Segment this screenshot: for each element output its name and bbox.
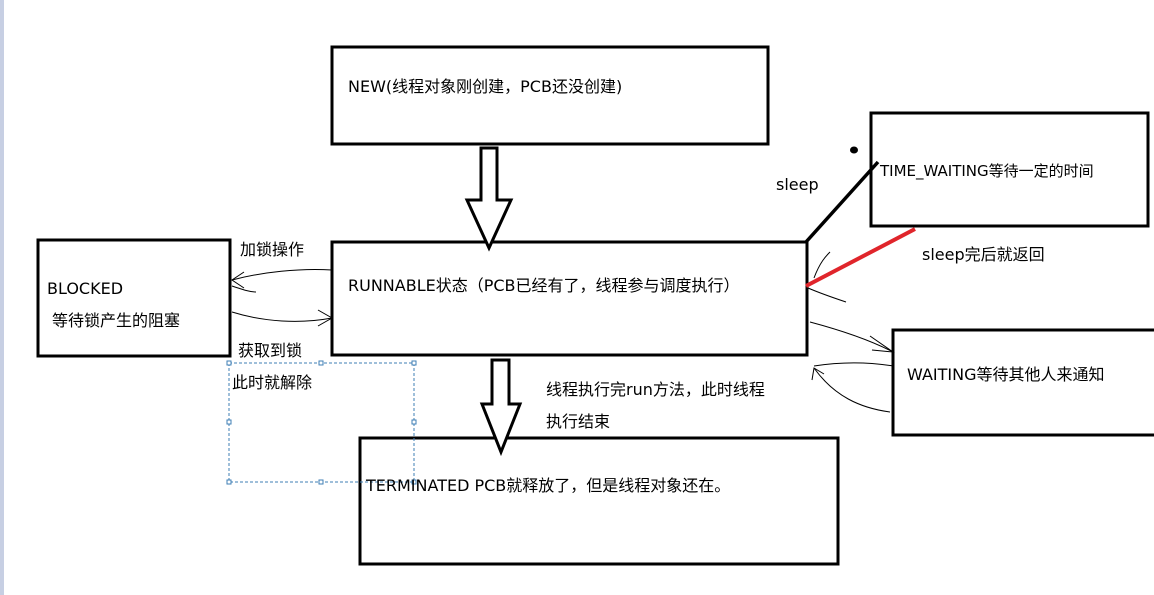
waiting-state-box <box>891 328 1154 437</box>
runnable-arrow-head <box>317 309 334 327</box>
time-waiting-dot <box>850 146 858 154</box>
sleep-return-transition-label: sleep完后就返回 <box>922 245 1045 264</box>
acquire-transition-label: 获取到锁 <box>238 341 303 360</box>
waiting-state-label: WAITING等待其他人来通知 <box>907 365 1105 384</box>
waiting-lower-arrow-head <box>811 367 825 381</box>
blocked-state-box <box>36 238 232 358</box>
runnable-right-stroke-lower <box>807 287 847 303</box>
runnable-state-box <box>330 240 809 357</box>
acquire-transition-desc: 此时就解除 <box>232 373 313 392</box>
new-to-runnable-arrow <box>464 146 514 252</box>
terminated-state-box <box>358 436 840 566</box>
finish-transition-label: 线程执行完run方法，此时线程 <box>546 380 765 399</box>
sleep-transition-label: sleep <box>776 175 819 194</box>
runnable-to-blocked-curve <box>231 268 333 281</box>
new-state-label: NEW(线程对象刚创建，PCB还没创建) <box>348 77 623 96</box>
runnable-right-stroke-upper <box>813 251 831 279</box>
waiting-lower-curve <box>813 367 891 413</box>
time-waiting-state-label: TIME_WAITING等待一定的时间 <box>880 162 1094 180</box>
runnable-to-terminated-arrow <box>479 358 523 457</box>
terminated-state-label: TERMINATED PCB就释放了，但是线程对象还在。 <box>366 476 731 495</box>
runnable-state-label: RUNNABLE状态（PCB已经有了，线程参与调度执行） <box>348 276 740 295</box>
blocked-middle-stroke <box>231 285 257 293</box>
new-state-box <box>330 45 770 146</box>
blocked-state-label: BLOCKED <box>47 279 124 298</box>
blocked-state-desc: 等待锁产生的阻塞 <box>52 311 181 330</box>
finish-transition-desc: 执行结束 <box>546 412 611 431</box>
runnable-to-waiting-curve <box>809 321 894 353</box>
blocked-to-runnable-curve <box>231 311 333 322</box>
runnable-to-time-waiting-line <box>804 160 880 244</box>
sleep-return-line <box>805 227 916 288</box>
lock-transition-label: 加锁操作 <box>240 240 305 259</box>
blocked-arrow-head <box>231 271 245 289</box>
waiting-arrow-head <box>869 335 895 353</box>
waiting-to-runnable-curve <box>813 362 894 367</box>
window-left-edge <box>0 0 4 595</box>
selection-handles <box>226 360 417 485</box>
